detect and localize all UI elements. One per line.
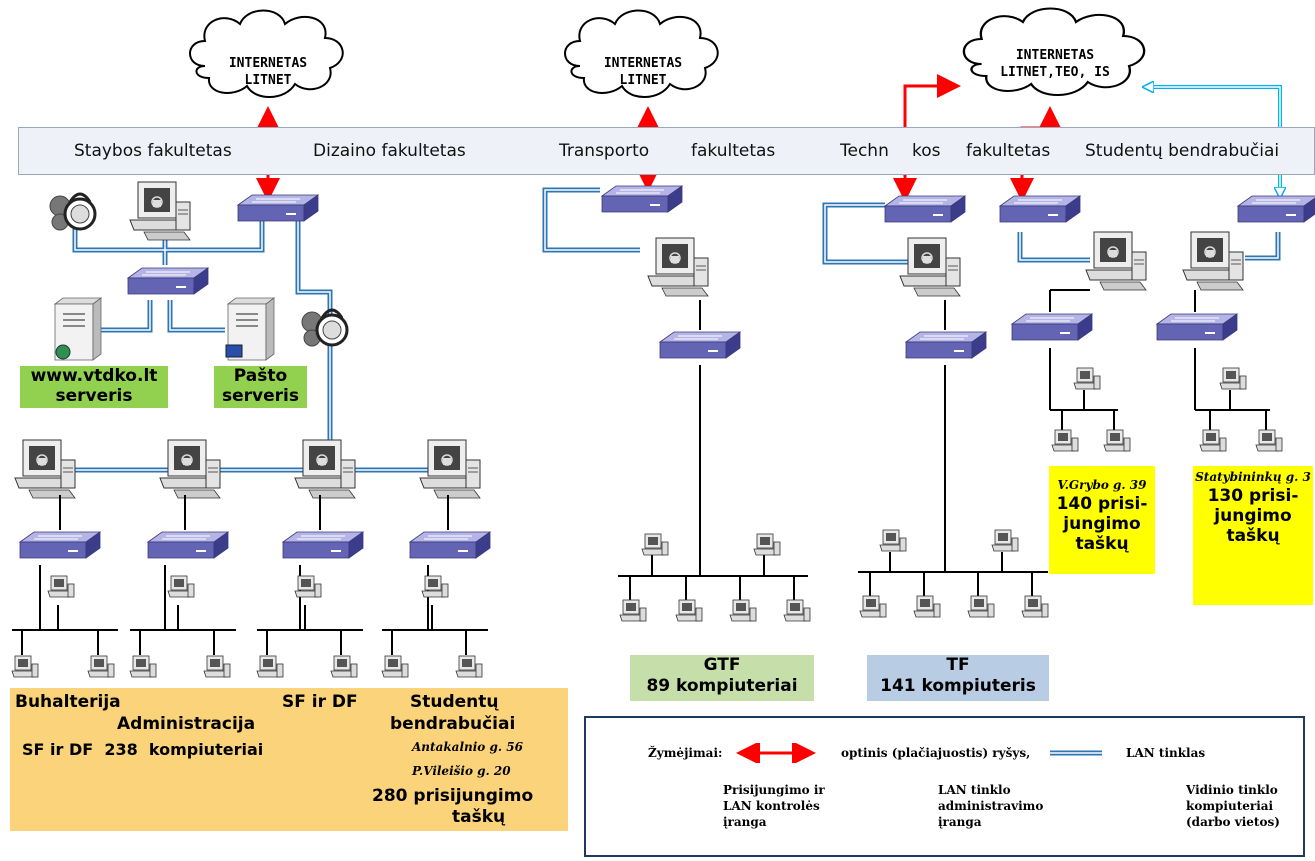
control-computer-icon	[159, 439, 221, 499]
grybo-text: jungimo	[1063, 514, 1141, 534]
administracija-label: Administracija	[117, 714, 256, 734]
control-computer-icon	[294, 439, 356, 499]
sf-df-count: SF ir DF 238 kompiuteriai	[22, 740, 264, 759]
legend-admin-line: LAN tinklo	[938, 783, 1011, 797]
cloud-label: INTERNETAS LITNET	[573, 55, 713, 89]
faculty-label: Transporto	[559, 141, 650, 161]
security-lock-icon	[48, 192, 97, 232]
sf-df-summary-box	[10, 688, 568, 831]
antakalnio-address: Antakalnio g. 56	[412, 740, 523, 754]
faculties-banner: Staybos fakultetas Dizaino fakultetas Tr…	[18, 127, 1315, 175]
legend-internal-label: Vidinio tinklo kompiuteriai (darbo vieto…	[1186, 782, 1280, 830]
legend-internal-line: Vidinio tinklo	[1186, 783, 1278, 797]
gtf-count: 89 kompiuteriai	[646, 676, 798, 696]
legend-admin-label: LAN tinklo administravimo įranga	[938, 782, 1043, 830]
control-computer-icon	[129, 181, 191, 241]
security-lock-icon	[300, 308, 349, 348]
statybininku-count: 130 prisi-	[1207, 486, 1299, 506]
legend-box: Žymėjimai: optinis (plačiajuostis) ryšys…	[584, 716, 1305, 857]
cloud-label-line: LITNET,TEO, IS	[1000, 65, 1110, 80]
grybo-text: taškų	[1075, 534, 1129, 554]
faculty-label: fakultetas	[691, 141, 776, 161]
control-computer-icon	[647, 237, 709, 297]
control-computer-icon	[899, 237, 961, 297]
control-computer-icon	[1182, 231, 1244, 291]
gtf-name: GTF	[703, 655, 741, 675]
legend-title: Žymėjimai:	[648, 746, 723, 760]
switch-icon	[127, 267, 209, 295]
web-server-label: www.vtdko.lt serveris	[20, 366, 168, 408]
points-unit: taškų	[452, 807, 506, 827]
switch-icon	[1156, 313, 1238, 341]
statybininku-text: taškų	[1226, 526, 1280, 546]
grybo-box: V.Grybo g. 39 140 prisi- jungimo taškų	[1049, 466, 1155, 574]
faculty-label: Dizaino fakultetas	[313, 141, 466, 161]
legend-internal-line: kompiuteriai	[1186, 799, 1274, 813]
cloud-label-line: INTERNETAS	[1015, 48, 1095, 63]
faculty-label: kos	[912, 141, 941, 161]
points-count: 280 prisijungimo	[372, 786, 534, 806]
switch-icon	[282, 531, 364, 559]
legend-lan-label: LAN tinklas	[1126, 746, 1206, 760]
studentu-label: Studentų	[410, 692, 499, 712]
web-server-name: www.vtdko.lt	[30, 366, 158, 386]
buhalterija-label: Buhalterija	[15, 692, 121, 712]
optic-link-legend-icon	[736, 743, 816, 763]
legend-admin-line: administravimo	[938, 799, 1044, 813]
cloud-label: INTERNETAS LITNET,TEO, IS	[965, 47, 1145, 81]
control-computer-icon	[14, 439, 76, 499]
switch-icon	[237, 194, 319, 222]
switch-icon	[905, 331, 987, 359]
legend-control-line: Prisijungimo ir	[723, 783, 825, 797]
faculty-label: fakultetas	[966, 141, 1051, 161]
cloud-label-line: INTERNETAS	[228, 56, 308, 71]
legend-control-label: Prisijungimo ir LAN kontrolės įranga	[723, 782, 825, 830]
mail-server-type: serveris	[222, 386, 299, 406]
switch-icon	[601, 185, 683, 213]
switch-icon	[884, 195, 966, 223]
vileisio-address: P.Vileišio g. 20	[412, 764, 511, 778]
legend-control-line: įranga	[723, 815, 767, 829]
statybininku-text: jungimo	[1214, 506, 1292, 526]
switch-icon	[659, 331, 741, 359]
tf-count: 141 kompiuteris	[880, 676, 1036, 696]
cloud-label: INTERNETAS LITNET	[198, 55, 338, 89]
switch-icon	[19, 531, 101, 559]
control-computer-icon	[1085, 231, 1147, 291]
lan-legend-icon	[1050, 750, 1102, 756]
switch-icon	[409, 531, 491, 559]
web-server-type: serveris	[55, 386, 133, 406]
grybo-count: 140 prisi-	[1056, 494, 1148, 514]
faculty-label: Studentų bendrabučiai	[1085, 141, 1280, 161]
switch-icon	[1237, 195, 1315, 223]
cloud-label-line: LITNET	[619, 73, 667, 88]
tf-name: TF	[946, 655, 970, 675]
mail-server-label: Pašto serveris	[214, 366, 307, 408]
control-computer-icon	[419, 439, 481, 499]
mail-server-name: Pašto	[233, 366, 288, 386]
switch-icon	[147, 531, 229, 559]
switch-icon	[1011, 313, 1093, 341]
bendrabuciai-label: bendrabučiai	[390, 714, 516, 734]
grybo-address: V.Grybo g. 39	[1057, 478, 1147, 492]
switch-icon	[999, 195, 1081, 223]
tf-label-box: TF 141 kompiuteris	[867, 655, 1049, 701]
faculty-label: Techn	[840, 141, 889, 161]
cloud-label-line: INTERNETAS	[603, 56, 683, 71]
legend-admin-line: įranga	[938, 815, 982, 829]
legend-control-line: LAN kontrolės	[723, 799, 820, 813]
legend-internal-line: (darbo vietos)	[1186, 815, 1280, 829]
gtf-label-box: GTF 89 kompiuteriai	[630, 655, 814, 701]
faculty-label: Staybos fakultetas	[74, 141, 232, 161]
cloud-label-line: LITNET	[244, 73, 292, 88]
sf-df-label: SF ir DF	[282, 692, 358, 712]
statybininku-box: Statybininkų g. 3 130 prisi- jungimo taš…	[1193, 466, 1313, 605]
legend-optic-label: optinis (plačiajuostis) ryšys,	[841, 746, 1031, 760]
statybininku-address: Statybininkų g. 3	[1195, 470, 1311, 484]
